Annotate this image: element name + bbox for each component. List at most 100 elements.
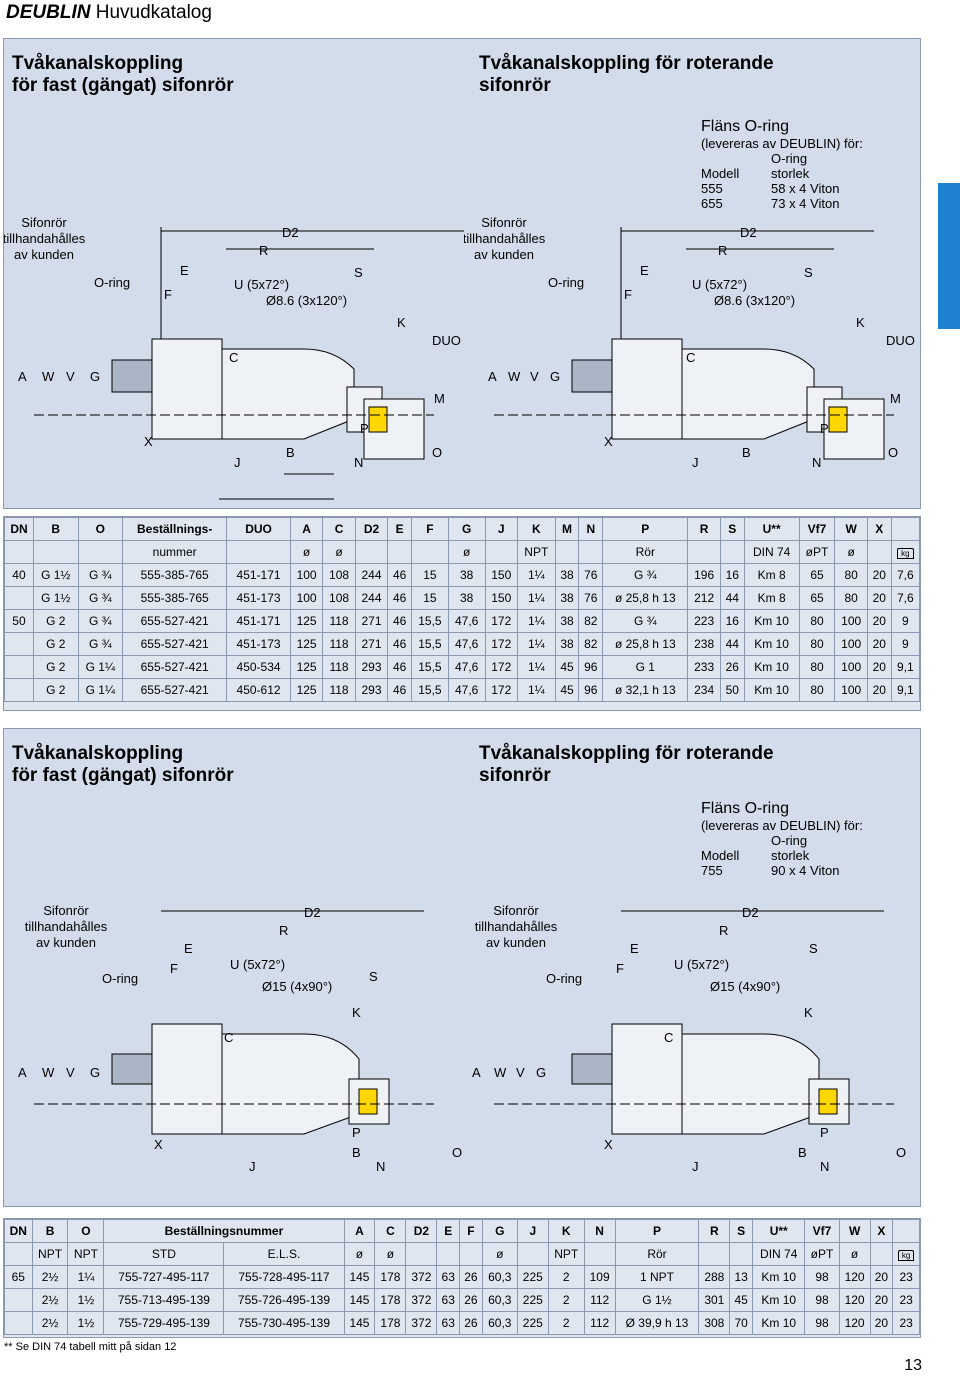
table-cell: 46 (387, 655, 413, 679)
table-cell: 100 (834, 655, 868, 679)
table-cell: 70 (729, 1311, 754, 1335)
table-cell: 20 (869, 1288, 894, 1312)
svg-text:B: B (286, 445, 295, 460)
table-cell: 225 (516, 1288, 549, 1312)
table-cell: 65 (4, 1265, 33, 1289)
svg-text:A: A (18, 1065, 27, 1080)
table-cell: 178 (374, 1265, 407, 1289)
table-cell: 40 (4, 563, 34, 587)
svg-text:S: S (354, 265, 363, 280)
svg-text:tillhandahålles: tillhandahålles (464, 231, 546, 246)
table-cell: 271 (354, 609, 389, 633)
table-cell: 244 (354, 563, 389, 587)
svg-text:X: X (144, 434, 153, 449)
table-cell: 47,6 (447, 678, 486, 702)
svg-text:Ø8.6 (3x120°): Ø8.6 (3x120°) (714, 293, 795, 308)
svg-text:O-ring: O-ring (548, 275, 584, 290)
table-cell: 15,5 (411, 632, 449, 656)
svg-text:D2: D2 (304, 905, 321, 920)
svg-text:V: V (66, 1065, 75, 1080)
table-cell: 1¼ (67, 1265, 105, 1289)
svg-text:B: B (798, 1145, 807, 1160)
table-cell: ø 32,1 h 13 (602, 678, 689, 702)
table-cell: 120 (838, 1311, 871, 1335)
table-cell: 1½ (67, 1288, 105, 1312)
table-cell: 451-173 (226, 586, 291, 610)
table-cell: 20 (866, 586, 892, 610)
table-cell: 108 (322, 586, 356, 610)
svg-text:R: R (718, 243, 727, 258)
table-cell: 225 (516, 1265, 549, 1289)
table-cell: 2 (547, 1265, 585, 1289)
table-cell: 20 (866, 563, 892, 587)
svg-text:J: J (234, 455, 241, 470)
svg-text:W: W (42, 1065, 55, 1080)
svg-text:tillhandahålles: tillhandahålles (4, 231, 86, 246)
svg-text:F: F (170, 961, 178, 976)
svg-text:U (5x72°): U (5x72°) (692, 277, 747, 292)
svg-text:Sifonrör: Sifonrör (481, 215, 527, 230)
table-cell (4, 655, 34, 679)
table-cell: 223 (687, 609, 721, 633)
svg-text:av kunden: av kunden (36, 935, 96, 950)
table-cell: 96 (578, 655, 604, 679)
table-cell: 178 (374, 1288, 407, 1312)
table-cell: 16 (719, 563, 745, 587)
table-cell: 755-730-495-139 (223, 1311, 345, 1335)
table-cell (4, 632, 34, 656)
svg-text:R: R (259, 243, 268, 258)
table-cell: 26 (459, 1311, 483, 1335)
table-cell: 80 (834, 586, 868, 610)
svg-text:O: O (452, 1145, 462, 1160)
table-cell: 23 (892, 1311, 920, 1335)
svg-text:K: K (856, 315, 865, 330)
table-cell: Km 10 (752, 1265, 806, 1289)
table-cell: 82 (578, 609, 604, 633)
svg-text:V: V (516, 1065, 525, 1080)
section-1-flange-info: Fläns O-ring (levereras av DEUBLIN) för:… (701, 118, 863, 211)
table-cell: 98 (804, 1265, 840, 1289)
table-cell: 755-726-495-139 (223, 1288, 345, 1312)
table-cell: 178 (374, 1311, 407, 1335)
svg-text:F: F (616, 961, 624, 976)
table-cell: 9,1 (890, 655, 921, 679)
table-cell: 112 (583, 1311, 616, 1335)
table-cell: Km 10 (752, 1311, 806, 1335)
table-cell: 63 (436, 1311, 461, 1335)
svg-text:S: S (804, 265, 813, 280)
table-cell: 308 (698, 1311, 731, 1335)
table-cell: 50 (4, 609, 34, 633)
table-cell: 82 (578, 632, 604, 656)
svg-text:P: P (820, 1125, 829, 1140)
table-cell: 7,6 (890, 563, 921, 587)
svg-text:Ø15 (4x90°): Ø15 (4x90°) (262, 979, 332, 994)
svg-text:D2: D2 (282, 225, 299, 240)
svg-text:N: N (354, 455, 363, 470)
table-cell: 20 (869, 1311, 894, 1335)
table-cell: 38 (554, 563, 580, 587)
svg-text:G: G (536, 1065, 546, 1080)
table-cell: 60,3 (481, 1265, 518, 1289)
table-cell: G 1¼ (77, 678, 124, 702)
table-cell: 288 (698, 1265, 731, 1289)
svg-text:R: R (279, 923, 288, 938)
table-cell: Km 10 (743, 655, 800, 679)
table-cell: 172 (484, 609, 519, 633)
table-cell: 98 (804, 1288, 840, 1312)
svg-text:O: O (432, 445, 442, 460)
table-cell: 100 (834, 609, 868, 633)
svg-text:V: V (66, 369, 75, 384)
drawing-rotating-siphon-1: Sifonrör tillhandahålles av kunden O-rin… (464, 215, 915, 470)
svg-text:B: B (352, 1145, 361, 1160)
svg-text:Ø8.6 (3x120°): Ø8.6 (3x120°) (266, 293, 347, 308)
svg-text:W: W (42, 369, 55, 384)
table-cell: 2½ (31, 1265, 69, 1289)
table-cell: 293 (354, 655, 389, 679)
svg-text:D2: D2 (740, 225, 757, 240)
svg-text:tillhandahålles: tillhandahålles (475, 919, 558, 934)
weight-icon: kg (897, 548, 914, 559)
